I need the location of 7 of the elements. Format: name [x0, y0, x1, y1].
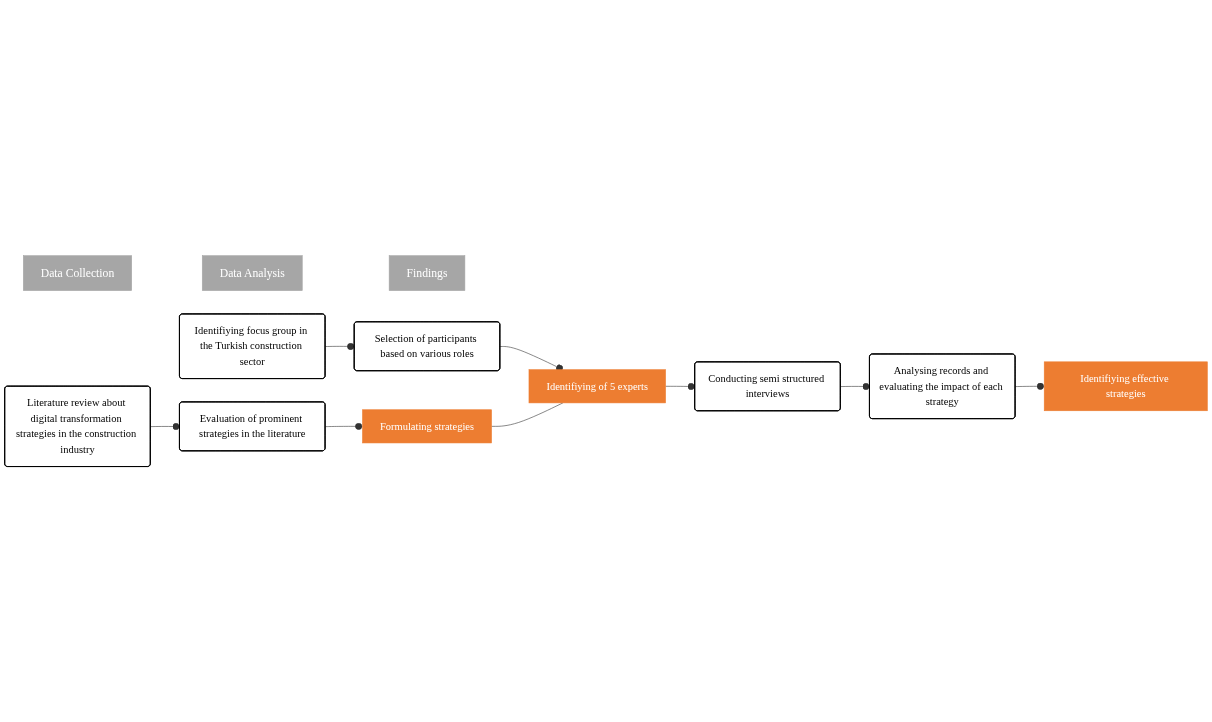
node-box: Data Analysis	[201, 255, 303, 291]
node-box: Formulating strategies	[362, 409, 492, 444]
node-box: Data Collection	[23, 255, 132, 291]
node-box: Identifiying of 5 experts	[528, 369, 666, 404]
connector	[491, 402, 564, 427]
node-box: Identifiying effective strategies	[1043, 361, 1208, 411]
node-box: Findings	[388, 255, 466, 291]
